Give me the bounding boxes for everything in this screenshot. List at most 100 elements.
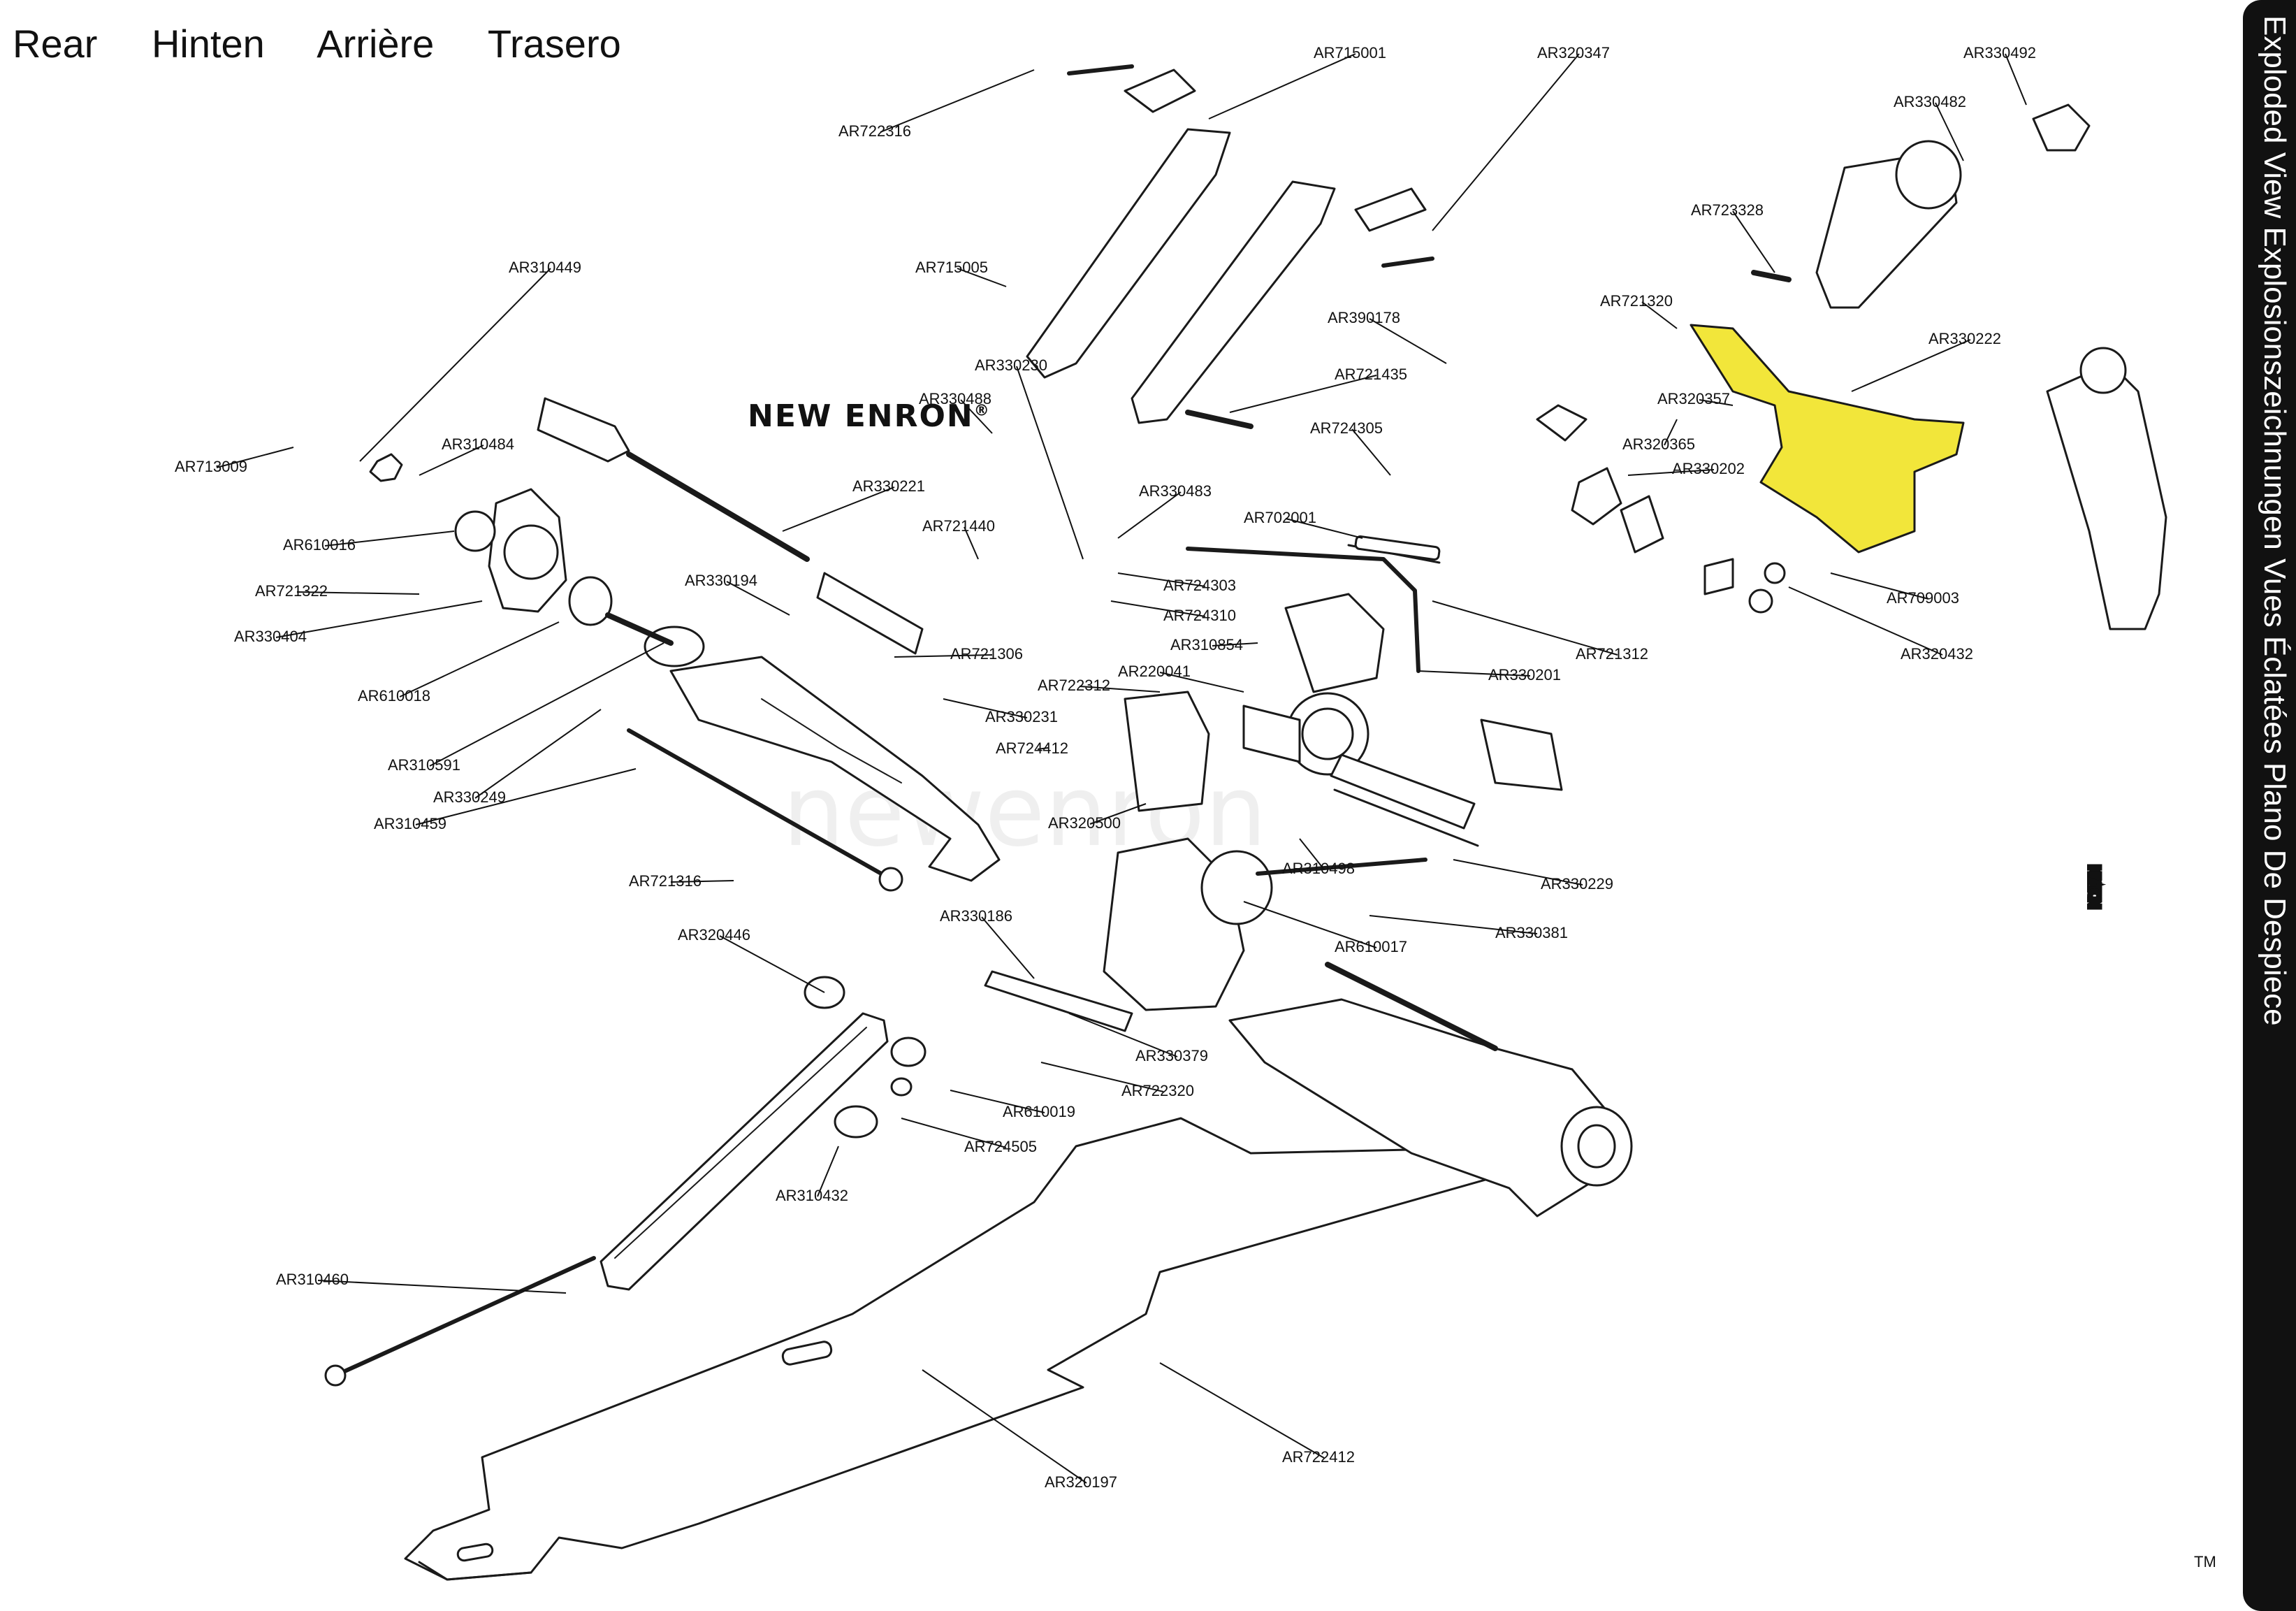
part-label: AR330222 <box>1928 330 2001 347</box>
part-label: AR310591 <box>388 756 460 774</box>
part-label: AR713009 <box>175 458 247 475</box>
leader-line <box>1935 102 1964 161</box>
svg-text:KRATON: KRATON <box>2086 865 2103 908</box>
part-label: AR320432 <box>1901 645 1973 663</box>
leader-line <box>1037 747 1049 750</box>
part-label: AR721322 <box>255 582 328 600</box>
leader-line <box>429 642 664 767</box>
part-label: AR330488 <box>919 390 991 407</box>
part-label: AR320500 <box>1048 814 1121 832</box>
leader-line <box>960 399 993 434</box>
leader-line <box>981 916 1035 979</box>
leader-line <box>1641 301 1678 329</box>
part-label: AR330202 <box>1672 460 1745 477</box>
leader-line <box>1627 469 1715 476</box>
lang-de: Hinten <box>151 22 265 66</box>
part-label: AR721306 <box>950 645 1023 663</box>
part-label: AR220041 <box>1118 663 1191 680</box>
leader-line <box>1418 670 1531 677</box>
leader-line <box>1369 318 1447 364</box>
part-label: AR722320 <box>1121 1082 1194 1099</box>
leader-line <box>1208 53 1356 120</box>
leader-line <box>1016 366 1084 560</box>
part-label: AR721312 <box>1576 645 1648 663</box>
leader-line <box>324 530 455 547</box>
leader-line <box>964 526 979 560</box>
part-label: AR715005 <box>915 259 988 276</box>
leader-line <box>317 1280 567 1294</box>
part-label: AR330404 <box>234 628 307 645</box>
part-label: AR721435 <box>1335 366 1407 383</box>
leader-line <box>1159 1362 1325 1459</box>
watermark-logo: NEW ENRON® <box>748 398 991 434</box>
part-label: AR724303 <box>1163 577 1236 594</box>
leader-line <box>296 591 420 595</box>
diff-output <box>1242 705 1301 763</box>
part-label: AR310460 <box>276 1271 349 1288</box>
leader-line <box>950 1090 1045 1113</box>
leader-line <box>1243 901 1377 948</box>
leader-line <box>957 268 1007 287</box>
part-label: AR724505 <box>964 1138 1037 1155</box>
leader-line <box>1040 1062 1164 1092</box>
part-label: AR330229 <box>1541 875 1613 893</box>
part-label: AR721320 <box>1600 292 1673 310</box>
part-label: AR330379 <box>1135 1047 1208 1064</box>
part-label: AR310498 <box>1282 860 1355 877</box>
leader-line <box>1432 600 1618 656</box>
leader-line <box>880 69 1035 133</box>
side-title-band <box>2243 0 2296 1611</box>
leader-line <box>2005 53 2027 106</box>
part-label: AR610019 <box>1003 1103 1075 1120</box>
part-label: AR330249 <box>433 788 506 806</box>
anti-roll-bar <box>1186 547 1421 673</box>
leader-line <box>1351 428 1391 476</box>
leader-line <box>1369 915 1538 934</box>
part-label: AR330221 <box>852 477 925 495</box>
part-label: AR330230 <box>975 356 1047 374</box>
leader-line <box>1117 491 1182 539</box>
leader-line <box>1732 210 1775 273</box>
kraton-logo: KRATON TM <box>2084 863 2216 1570</box>
leader-line <box>359 268 551 462</box>
leader-line <box>275 600 483 638</box>
leader-line <box>1788 586 1943 656</box>
part-label: AR310449 <box>509 259 581 276</box>
part-label: AR724310 <box>1163 607 1236 624</box>
part-label: AR330201 <box>1488 666 1561 684</box>
leader-line <box>1851 339 1971 392</box>
part-label: AR320365 <box>1622 435 1695 453</box>
rear-link <box>600 1012 889 1291</box>
part-label: AR320357 <box>1657 390 1730 407</box>
leader-line <box>1159 672 1244 693</box>
hinge-pin-long <box>333 1256 596 1378</box>
part-label: AR310854 <box>1170 636 1243 653</box>
language-header: Rear Hinten Arrière Trasero <box>13 21 664 66</box>
part-label: AR722316 <box>838 122 911 140</box>
part-label: AR330482 <box>1894 93 1966 110</box>
part-label: AR330483 <box>1139 482 1212 500</box>
leader-line <box>719 935 825 993</box>
part-label: AR721440 <box>922 517 995 535</box>
leader-line <box>1432 53 1580 231</box>
part-label: AR390178 <box>1328 309 1400 326</box>
part-label: AR320446 <box>678 926 750 944</box>
svg-text:TM: TM <box>2194 1553 2216 1570</box>
upper-arm-a <box>1026 128 1231 379</box>
part-label: AR310484 <box>442 435 514 453</box>
leader-line <box>415 768 637 825</box>
part-label: AR320347 <box>1537 44 1610 62</box>
part-label: AR702001 <box>1244 509 1316 526</box>
lang-es: Trasero <box>487 22 621 66</box>
part-label: AR724305 <box>1310 419 1383 437</box>
part-label: AR610018 <box>358 687 430 705</box>
leader-line <box>943 698 1028 718</box>
part-label: AR330194 <box>685 572 757 589</box>
part-label: AR721316 <box>629 872 702 890</box>
part-label: AR330186 <box>940 907 1012 925</box>
leader-line <box>1285 518 1363 539</box>
leader-line <box>1699 399 1734 406</box>
leader-line <box>894 654 993 658</box>
leader-line <box>1117 572 1206 587</box>
